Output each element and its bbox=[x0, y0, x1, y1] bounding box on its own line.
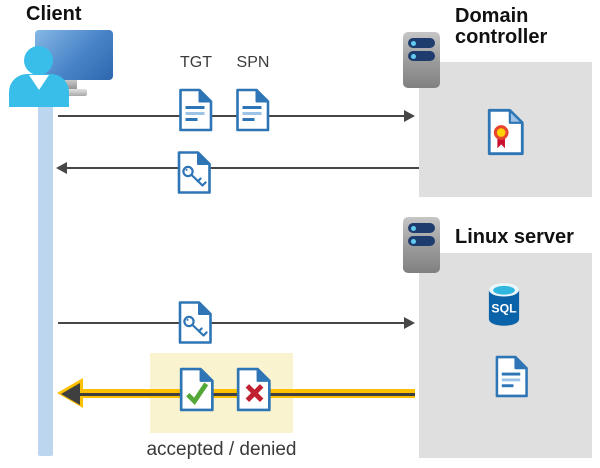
linux-server-icon bbox=[403, 217, 440, 273]
person-collar-shape bbox=[29, 75, 49, 90]
linux-server-title: Linux server bbox=[455, 226, 574, 248]
server-led-dot bbox=[411, 40, 416, 46]
accepted-document-icon bbox=[178, 367, 215, 412]
service-ticket-arrowhead-icon bbox=[404, 317, 415, 329]
ticket-response-arrow-line bbox=[67, 167, 419, 169]
result-arrowhead-icon bbox=[61, 382, 80, 405]
server-led-slot bbox=[408, 51, 435, 61]
tgt-document-icon bbox=[177, 88, 214, 132]
ticket-request-arrowhead-icon bbox=[404, 110, 415, 122]
service-ticket-arrow-line bbox=[58, 322, 404, 324]
sql-database-icon: SQL bbox=[488, 283, 520, 326]
ticket-request-arrow-line bbox=[58, 115, 404, 117]
server-led-dot bbox=[411, 53, 416, 59]
ticket-response-arrowhead-icon bbox=[56, 162, 67, 174]
spn-document-icon bbox=[234, 88, 271, 132]
server-led-slot bbox=[408, 223, 435, 233]
server-led-slot bbox=[408, 38, 435, 48]
domain-controller-title: Domain controller bbox=[455, 5, 548, 48]
spn-label: SPN bbox=[236, 54, 270, 71]
keytab-file-icon bbox=[494, 354, 529, 399]
client-title: Client bbox=[26, 3, 82, 25]
domain-controller-server-icon bbox=[403, 32, 440, 88]
server-led-dot bbox=[411, 225, 416, 231]
monitor-base-icon bbox=[54, 89, 87, 96]
client-timeline bbox=[38, 84, 53, 456]
denied-document-icon bbox=[235, 367, 272, 412]
service-key-ticket-icon bbox=[177, 300, 213, 345]
tgt-label: TGT bbox=[180, 54, 212, 71]
server-led-dot bbox=[411, 238, 416, 244]
sql-label: SQL bbox=[491, 302, 517, 316]
monitor-stand-icon bbox=[63, 79, 77, 90]
person-icon bbox=[24, 46, 53, 75]
certificate-icon bbox=[486, 108, 525, 156]
key-ticket-icon bbox=[176, 150, 212, 195]
result-label: accepted / denied bbox=[146, 439, 297, 460]
server-led-slot bbox=[408, 236, 435, 246]
